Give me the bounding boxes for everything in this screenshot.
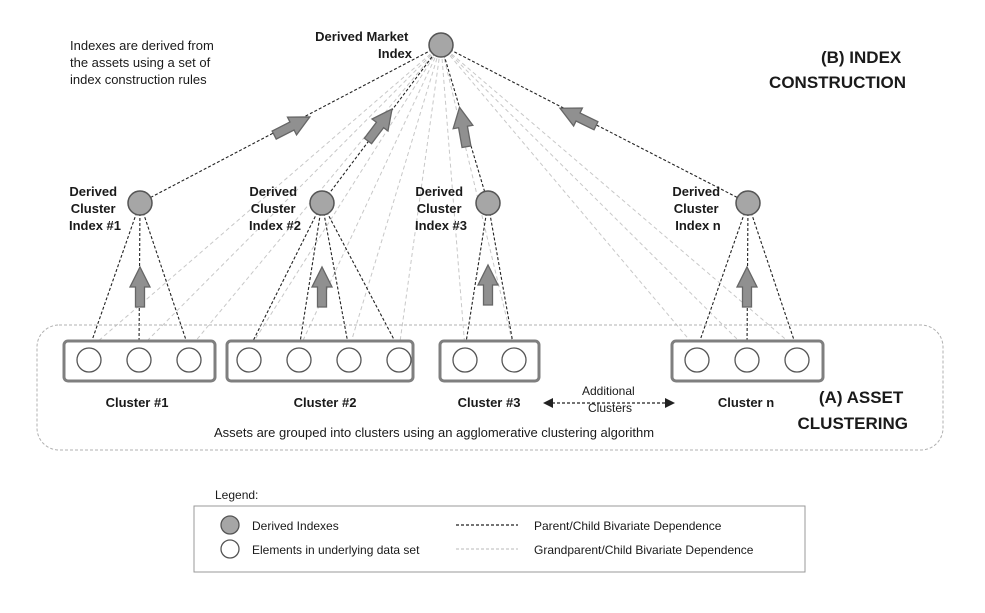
cluster-index-node-n [735, 190, 761, 216]
note-index-rules: Indexes are derived from the assets usin… [70, 38, 217, 87]
element-node-2-2 [286, 347, 312, 373]
cluster-index-label-3: Derived Cluster Index #3 [415, 184, 467, 233]
cluster-name-n: Cluster n [718, 395, 774, 410]
grandparent-line-4-2 [440, 44, 748, 350]
cluster-index-label-1: Derived Cluster Index #1 [69, 184, 121, 233]
arrow-market-3 [452, 105, 474, 149]
parent-line-cluster-4-2 [746, 202, 749, 350]
element-node-1-3 [176, 347, 202, 373]
cluster-name-2: Cluster #2 [294, 395, 357, 410]
legend-derived-indexes: Derived Indexes [252, 519, 339, 533]
asset-clustering-region [36, 324, 944, 451]
element-node-2-4 [386, 347, 412, 373]
parent-line-cluster-4-3 [747, 202, 798, 350]
element-nodes [76, 347, 810, 373]
element-node-2-3 [336, 347, 362, 373]
additional-clusters-label: Additional Clusters [582, 384, 638, 415]
parent-line-cluster-1-3 [139, 202, 190, 350]
grandparent-line-2-3 [348, 44, 442, 350]
parent-line-market-1 [139, 44, 442, 204]
arrow-market-1-shape [271, 116, 312, 140]
legend-grandparent-child: Grandparent/Child Bivariate Dependence [534, 543, 754, 557]
cluster-name-3: Cluster #3 [458, 395, 521, 410]
cluster-box-2 [225, 339, 415, 383]
legend-element-swatch [220, 539, 240, 559]
arrow-up-cluster-1-shape [128, 265, 152, 308]
arrow-up-cluster-3-shape [476, 263, 500, 306]
element-node-4-1 [684, 347, 710, 373]
grandparent-line-1-1 [88, 44, 442, 350]
arrow-market-2 [363, 107, 393, 145]
element-node-3-1 [452, 347, 478, 373]
additional-clusters-arrow-right [665, 398, 675, 408]
element-node-2-1 [236, 347, 262, 373]
parent-line-cluster-4-1 [696, 202, 749, 350]
additional-clusters-arrow-left [543, 398, 553, 408]
arrow-market-n-shape [558, 107, 599, 131]
cluster-name-1: Cluster #1 [106, 395, 169, 410]
grandparent-line-2-1 [248, 44, 442, 350]
element-node-1-2 [126, 347, 152, 373]
grandparent-line-1-2 [138, 44, 442, 350]
market-index-label: Derived Market Index [315, 29, 413, 61]
arrow-up-cluster-2 [310, 265, 334, 308]
arrow-up-cluster-1 [128, 265, 152, 308]
grandparent-line-3-1 [440, 44, 466, 350]
dependence-arrows [128, 105, 759, 308]
legend-parent-child: Parent/Child Bivariate Dependence [534, 519, 722, 533]
arrow-market-3-shape [452, 105, 474, 149]
grandparent-line-2-4 [398, 44, 442, 350]
section-index-construction: (B) INDEX CONSTRUCTION [769, 48, 906, 92]
legend-elements: Elements in underlying data set [252, 543, 420, 557]
element-node-4-2 [734, 347, 760, 373]
arrow-market-2-shape [363, 107, 393, 145]
grandparent-line-4-1 [440, 44, 698, 350]
legend-box [193, 505, 806, 573]
arrow-market-n [558, 107, 599, 131]
arrow-up-cluster-3 [476, 263, 500, 306]
cluster-index-node-3 [475, 190, 501, 216]
element-node-3-2 [501, 347, 527, 373]
market-index-node [428, 32, 454, 58]
note-clustering-algorithm: Assets are grouped into clusters using a… [214, 425, 654, 440]
arrow-up-cluster-2-shape [310, 265, 334, 308]
arrow-market-1 [271, 116, 312, 140]
element-node-1-1 [76, 347, 102, 373]
arrow-up-cluster-n [735, 265, 759, 308]
grandparent-line-4-3 [440, 44, 798, 350]
parent-line-market-2 [321, 44, 442, 204]
element-node-4-3 [784, 347, 810, 373]
cluster-index-node-1 [127, 190, 153, 216]
cluster-index-label-2: Derived Cluster Index #2 [249, 184, 301, 233]
arrow-up-cluster-n-shape [735, 265, 759, 308]
legend-title: Legend: [215, 488, 258, 502]
section-asset-clustering: (A) ASSET CLUSTERING [798, 388, 909, 433]
legend-derived-index-swatch [220, 515, 240, 535]
cluster-index-node-2 [309, 190, 335, 216]
parent-line-cluster-1-1 [88, 202, 141, 350]
cluster-index-label-n: Derived Cluster Index n [672, 184, 723, 233]
